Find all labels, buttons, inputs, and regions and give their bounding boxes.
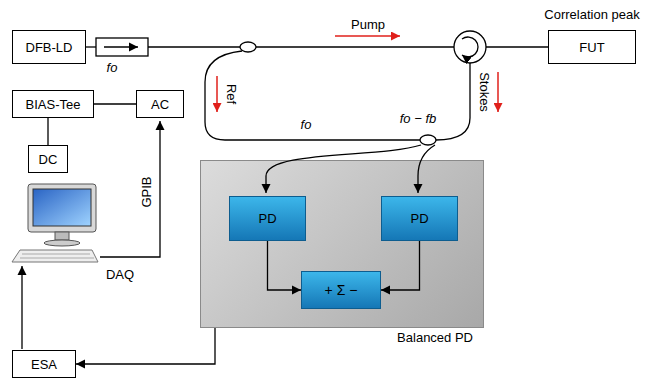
analyzer-box: ESA [12, 350, 76, 378]
daq-cable [21, 266, 22, 349]
signal-connector [76, 328, 215, 364]
signal-label: Pump [351, 17, 385, 32]
bus-label: GPIB [139, 176, 154, 207]
detector-panel: Balanced PDPDPD+ Σ − [200, 160, 484, 328]
heading-holder: Balanced PD [397, 330, 473, 345]
ref-arrow [216, 76, 218, 112]
fiber [148, 46, 240, 47]
signal-label: Stokes [477, 72, 492, 112]
node-text: FUT [579, 40, 604, 55]
node-text: Balanced PD [397, 330, 473, 345]
fiber [86, 46, 96, 47]
stokes-fiber [436, 63, 470, 140]
node-text: AC [151, 97, 169, 112]
frequency-label: fo − fb [400, 111, 437, 126]
laser-box: DFB-LD [12, 30, 86, 64]
node-text: DFB-LD [26, 40, 73, 55]
circulator [454, 31, 486, 63]
fiber-under-test-box: FUT [548, 30, 636, 64]
interface-label: DAQ [106, 267, 134, 282]
node-text: DC [39, 152, 58, 167]
annotation-label: Correlation peak [544, 7, 639, 22]
signal-connector [47, 118, 48, 145]
stokes-arrow [497, 72, 499, 112]
signal-label: Ref [224, 84, 239, 104]
summing-box: + Σ − [301, 271, 381, 309]
node-text: + Σ − [325, 282, 358, 298]
pump-arrow [335, 35, 400, 37]
dc-source-box: DC [28, 145, 68, 173]
signal-connector [94, 103, 136, 104]
circulator-arrow [462, 37, 478, 57]
fiber [486, 46, 548, 47]
node-text: PD [258, 211, 276, 226]
frequency-label: fo [301, 117, 312, 132]
photodiode-box: PD [229, 196, 306, 241]
fiber [256, 46, 454, 47]
ac-source-box: AC [136, 90, 184, 118]
frequency-label: fo [107, 60, 118, 75]
bias-tee-box: BIAS-Tee [12, 90, 94, 118]
photodiode-box: PD [381, 196, 458, 241]
isolator-arrow [104, 46, 138, 47]
node-text: ESA [31, 357, 57, 372]
coupler [240, 42, 256, 52]
computer-icon [12, 184, 98, 262]
gpib-cable [100, 121, 160, 257]
isolator [96, 38, 148, 56]
node-text: PD [410, 211, 428, 226]
coupler [420, 135, 436, 145]
node-text: BIAS-Tee [26, 97, 81, 112]
reference-fiber [205, 51, 420, 140]
